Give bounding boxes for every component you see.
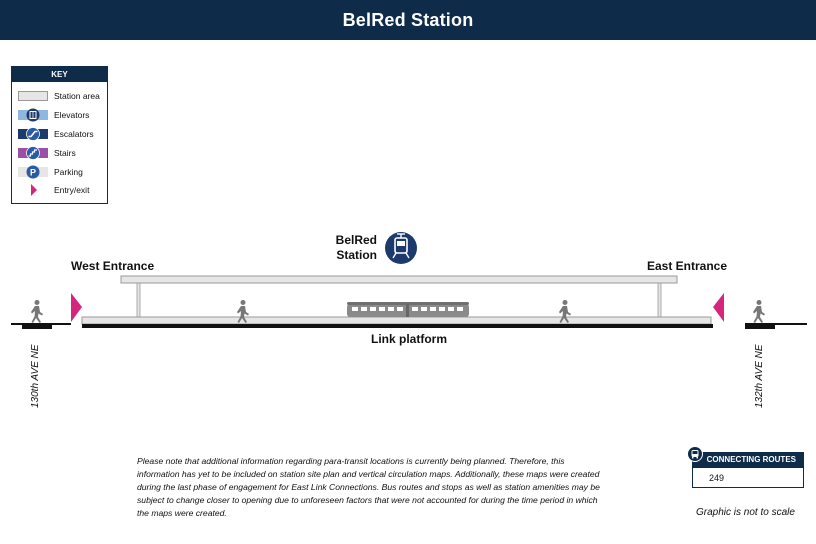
light-rail-train-icon (347, 302, 469, 317)
key-label: Elevators (54, 110, 90, 120)
bus-icon (687, 446, 703, 462)
key-item-parking: P Parking (18, 165, 104, 180)
key-label: Stairs (54, 148, 76, 158)
west-entrance-label: West Entrance (71, 259, 155, 273)
station-diagram (11, 232, 807, 329)
escalator-icon (26, 127, 40, 141)
link-platform (81, 316, 712, 325)
link-platform-label: Link platform (371, 332, 448, 346)
connecting-routes-box: CONNECTING ROUTES 249 (687, 446, 804, 488)
ground-line-west (11, 323, 71, 325)
platform-base (82, 324, 713, 328)
pedestrian-east-icon (753, 300, 765, 323)
canopy-post-east (657, 282, 662, 318)
street-label-west: 130th AVE NE (30, 344, 41, 408)
svg-text:P: P (30, 168, 36, 178)
key-title: KEY (12, 67, 107, 82)
key-label: Escalators (54, 129, 94, 139)
connecting-routes-list: 249 (692, 467, 804, 488)
key-item-stairs: Stairs (18, 146, 104, 161)
link-rail-station-icon (385, 232, 417, 264)
key-item-escalators: Escalators (18, 127, 104, 142)
sidewalk-west (22, 325, 52, 329)
entry-exit-icon (31, 184, 37, 196)
station-name-label: BelRed Station (318, 233, 377, 263)
pedestrian-platform-east-icon (559, 300, 571, 323)
entry-exit-west-icon (71, 293, 82, 322)
key-item-station-area: Station area (18, 90, 104, 104)
page-title: BelRed Station (342, 9, 474, 30)
disclaimer-note: Please note that additional information … (137, 456, 600, 518)
sidewalk-east (745, 325, 775, 329)
key-label: Parking (54, 167, 83, 177)
street-label-east: 132th AVE NE (754, 344, 765, 408)
ground-line-east (745, 323, 807, 325)
east-entrance-label: East Entrance (647, 259, 728, 273)
canopy-post-west (136, 282, 141, 318)
key-item-entry-exit: Entry/exit (18, 184, 104, 198)
entry-exit-east-icon (713, 293, 724, 322)
key-label: Station area (54, 91, 100, 101)
station-name-line1: BelRed (335, 233, 377, 247)
header-bar: BelRed Station (0, 0, 816, 40)
elevator-icon (26, 108, 40, 122)
key-legend: KEY Station area Elevators Escalators St… (11, 66, 108, 204)
pedestrian-platform-west-icon (237, 300, 249, 323)
key-label: Entry/exit (54, 185, 90, 195)
parking-icon: P (26, 165, 40, 179)
scale-note: Graphic is not to scale (696, 507, 795, 518)
connecting-routes-title: CONNECTING ROUTES (692, 452, 804, 467)
station-area-swatch (18, 91, 48, 101)
stairs-icon (26, 146, 40, 160)
station-canopy (120, 275, 678, 284)
pedestrian-west-icon (31, 300, 43, 323)
key-item-elevators: Elevators (18, 108, 104, 123)
station-name-line2: Station (336, 248, 377, 262)
